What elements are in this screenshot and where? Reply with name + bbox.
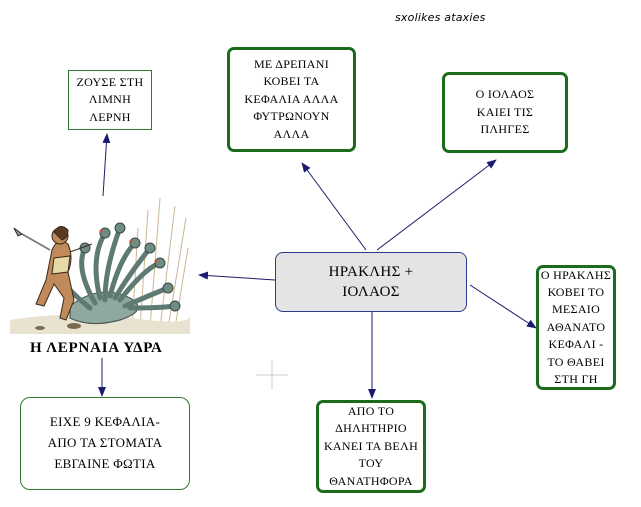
lake-line: ΖΟΥΣΕ ΣΤΗ — [76, 74, 144, 89]
poison-line: ΑΠΟ ΤΟ — [347, 404, 395, 419]
center-line-2: ΙΟΛΑΟΣ — [342, 284, 400, 300]
iolaos-line: ΚΑΙΕΙ ΤΙΣ — [476, 104, 534, 119]
hydra-title: Η ΛΕΡΝΑΙΑ ΥΔΡΑ — [30, 340, 163, 356]
poison-line: ΘΑΝΑΤΗΦΟΡΑ — [329, 473, 413, 488]
immortal-line: ΜΕΣΑΙΟ — [551, 302, 601, 317]
arrow-to-lake — [102, 133, 111, 197]
lake-node[interactable]: ΖΟΥΣΕ ΣΤΗ ΛΙΜΝΗ ΛΕΡΝΗ — [68, 70, 152, 130]
immortal-line: ΣΤΗ ΓΗ — [554, 371, 598, 386]
center-node[interactable]: ΗΡΑΚΛΗΣ + ΙΟΛΑΟΣ — [275, 252, 467, 312]
immortal-line: ΚΟΒΕΙ ΤΟ — [547, 285, 605, 300]
immortal-line: Ο ΗΡΑΚΛΗΣ — [540, 267, 612, 282]
arrow-to-immortal — [469, 284, 537, 329]
immortal-node[interactable]: Ο ΗΡΑΚΛΗΣ ΚΟΒΕΙ ΤΟ ΜΕΣΑΙΟ ΑΘΑΝΑΤΟ ΚΕΦΑΛΙ… — [536, 265, 616, 390]
arrow-to-hydra — [198, 271, 276, 281]
heads-line: ΑΠΟ ΤΑ ΣΤΟΜΑΤΑ — [47, 435, 163, 451]
arrow-to-sickle — [301, 162, 367, 251]
iolaos-line: ΠΛΗΓΕΣ — [480, 122, 530, 137]
heads-node[interactable]: ΕΙΧΕ 9 ΚΕΦΑΛΙΑ- ΑΠΟ ΤΑ ΣΤΟΜΑΤΑ ΕΒΓΑΙΝΕ Φ… — [20, 397, 190, 490]
poison-line: ΤΟΥ — [358, 456, 384, 471]
lake-line: ΛΙΜΝΗ — [88, 92, 132, 107]
sickle-line: ΑΛΛΑ — [273, 126, 310, 141]
hercules-hydra-icon — [10, 197, 190, 334]
arrow-to-iolaos — [376, 159, 497, 251]
sickle-node[interactable]: ΜΕ ΔΡΕΠΑΝΙ ΚΟΒΕΙ ΤΑ ΚΕΦΑΛΙΑ ΑΛΛΑ ΦΥΤΡΩΝΟ… — [227, 47, 356, 152]
heads-line: ΕΙΧΕ 9 ΚΕΦΑΛΙΑ- — [49, 414, 161, 430]
iolaos-line: Ο ΙΟΛΑΟΣ — [475, 87, 535, 102]
iolaos-node[interactable]: Ο ΙΟΛΑΟΣ ΚΑΙΕΙ ΤΙΣ ΠΛΗΓΕΣ — [442, 72, 568, 153]
immortal-line: ΑΘΑΝΑΤΟ — [546, 319, 606, 334]
header-caption: sxolikes ataxies — [395, 11, 486, 24]
sickle-line: ΜΕ ΔΡΕΠΑΝΙ — [253, 57, 330, 72]
lake-line: ΛΕΡΝΗ — [89, 109, 131, 124]
center-line-1: ΗΡΑΚΛΗΣ + — [328, 263, 414, 280]
poison-line: ΚΑΝΕΙ ΤΑ ΒΕΛΗ — [323, 438, 419, 453]
sickle-line: ΦΥΤΡΩΝΟΥΝ — [253, 109, 330, 124]
immortal-line: ΚΕΦΑΛΙ - — [548, 337, 604, 352]
immortal-line: ΤΟ ΘΑΒΕΙ — [547, 354, 605, 369]
sickle-line: ΚΕΦΑΛΙΑ ΑΛΛΑ — [244, 91, 339, 106]
poison-node[interactable]: ΑΠΟ ΤΟ ΔΗΛΗΤΗΡΙΟ ΚΑΝΕΙ ΤΑ ΒΕΛΗ ΤΟΥ ΘΑΝΑΤ… — [316, 400, 426, 493]
poison-line: ΔΗΛΗΤΗΡΙΟ — [335, 421, 407, 436]
crosshair-cursor-icon — [256, 360, 288, 390]
sickle-line: ΚΟΒΕΙ ΤΑ — [263, 74, 320, 89]
heads-line: ΕΒΓΑΙΝΕ ΦΩΤΙΑ — [54, 455, 156, 471]
